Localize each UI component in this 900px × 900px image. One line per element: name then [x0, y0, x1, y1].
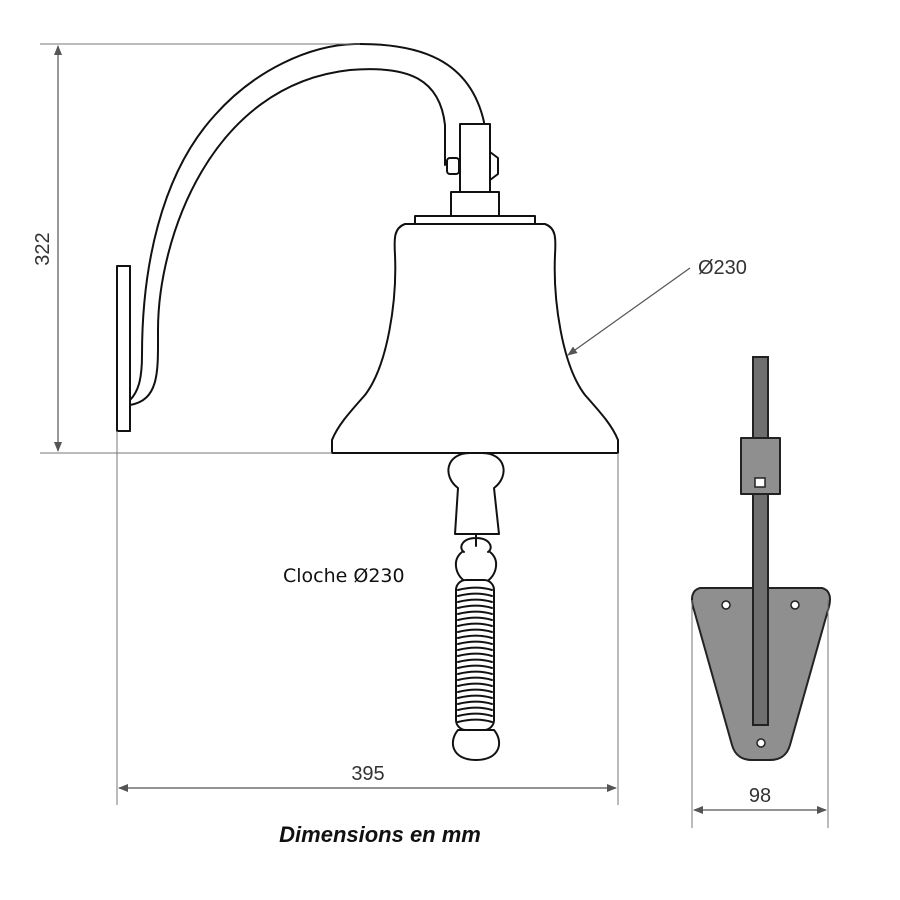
- yoke-pin: [446, 157, 460, 175]
- coil-winding: [457, 694, 493, 699]
- diameter-label: Ø230: [698, 257, 747, 279]
- coil-winding: [457, 622, 493, 627]
- caption: Dimensions en mm: [279, 822, 481, 847]
- yoke: [459, 123, 491, 193]
- front-arm: [752, 356, 769, 726]
- coil-winding: [457, 706, 493, 711]
- coil-winding: [457, 676, 493, 681]
- coil-winding: [457, 610, 493, 615]
- coil-winding: [457, 646, 493, 651]
- coil-winding: [457, 658, 493, 663]
- clapper-shackle: [454, 551, 498, 583]
- clapper-ball: [447, 452, 505, 535]
- coil-winding: [457, 682, 493, 687]
- coil-winding: [457, 688, 493, 693]
- coil-winding: [457, 712, 493, 717]
- coil-winding: [457, 586, 493, 591]
- bracket-front-view: [691, 356, 831, 761]
- diameter-leader: [567, 267, 691, 356]
- coil-winding: [457, 700, 493, 705]
- coil-winding: [457, 604, 493, 609]
- coil-winding: [457, 670, 493, 675]
- plate-width-label: 98: [749, 785, 771, 807]
- coil-winding: [457, 634, 493, 639]
- height-label: 322: [32, 232, 54, 265]
- coil-winding: [457, 598, 493, 603]
- coil-winding: [457, 718, 493, 723]
- clapper-link: [460, 533, 492, 553]
- coil-winding: [457, 652, 493, 657]
- wall-plate: [116, 265, 131, 432]
- coil-winding: [457, 592, 493, 597]
- yoke-nut: [489, 151, 499, 181]
- width-label: 395: [351, 763, 384, 785]
- rope-end-ball: [451, 729, 501, 761]
- bell: [331, 223, 619, 761]
- coil-winding: [457, 628, 493, 633]
- bell-body: [331, 223, 619, 454]
- rope-grip-coils: [457, 586, 493, 723]
- bell-name-label: Cloche Ø230: [283, 565, 405, 587]
- coil-winding: [457, 640, 493, 645]
- coil-winding: [457, 664, 493, 669]
- crown-post: [450, 191, 500, 219]
- crown-base: [414, 215, 536, 225]
- coil-winding: [457, 616, 493, 621]
